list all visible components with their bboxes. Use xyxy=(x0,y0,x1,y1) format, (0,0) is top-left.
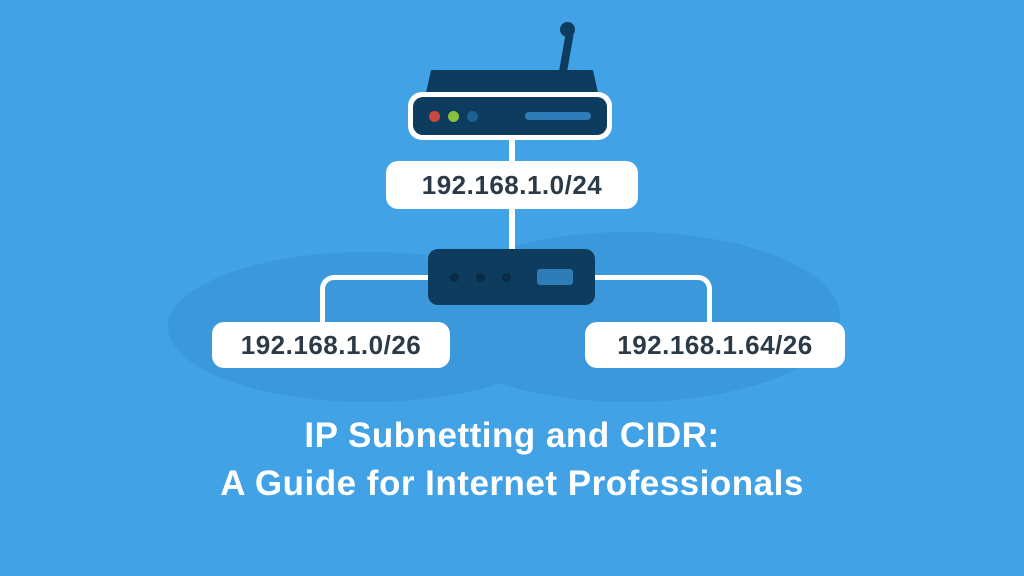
switch-port-dot xyxy=(476,272,485,282)
title-line-1: IP Subnetting and CIDR: xyxy=(304,416,720,455)
led-red-icon xyxy=(429,110,440,122)
left-subnet-cidr-text: 192.168.1.0/26 xyxy=(240,329,422,360)
router-to-network-connector xyxy=(509,138,515,168)
router-vent-slot xyxy=(525,112,591,120)
switch-to-right-subnet-connector xyxy=(591,275,712,323)
switch-to-left-subnet-connector xyxy=(320,275,432,323)
right-subnet-cidr-label: 192.168.1.64/26 xyxy=(585,322,845,368)
switch-indicator xyxy=(537,269,573,285)
left-subnet-cidr-label: 192.168.1.0/26 xyxy=(212,322,450,368)
led-green-icon xyxy=(448,110,459,122)
led-blue-icon xyxy=(467,110,478,122)
switch-port-dot xyxy=(502,272,511,282)
network-cidr-text: 192.168.1.0/24 xyxy=(421,169,603,200)
switch-icon xyxy=(428,249,595,305)
antenna-tip xyxy=(560,22,575,37)
right-subnet-cidr-text: 192.168.1.64/26 xyxy=(617,329,813,360)
router-front-panel xyxy=(413,97,607,135)
title-line-2: A Guide for Internet Professionals xyxy=(220,464,804,503)
network-to-switch-connector xyxy=(509,206,515,254)
network-cidr-label: 192.168.1.0/24 xyxy=(386,161,638,209)
switch-port-dot xyxy=(450,272,459,282)
page-title: IP Subnetting and CIDR: A Guide for Inte… xyxy=(0,412,1024,508)
router-face xyxy=(408,92,612,140)
